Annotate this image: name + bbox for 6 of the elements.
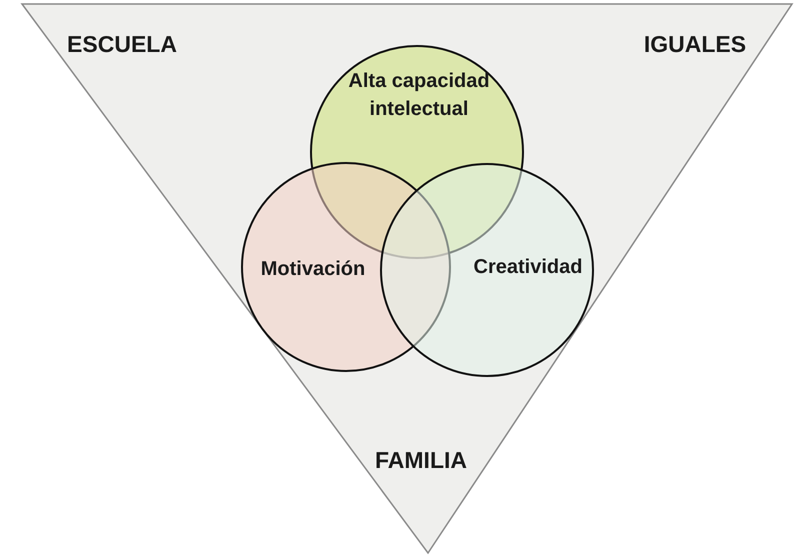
corner-label: FAMILIA — [375, 447, 467, 474]
circle-label: Creatividad — [472, 255, 584, 280]
circle-label: Alta capacidad intelectual — [347, 69, 491, 122]
circle-label: Motivación — [260, 257, 366, 282]
corner-label: ESCUELA — [67, 31, 177, 58]
corner-label: IGUALES — [644, 31, 746, 58]
